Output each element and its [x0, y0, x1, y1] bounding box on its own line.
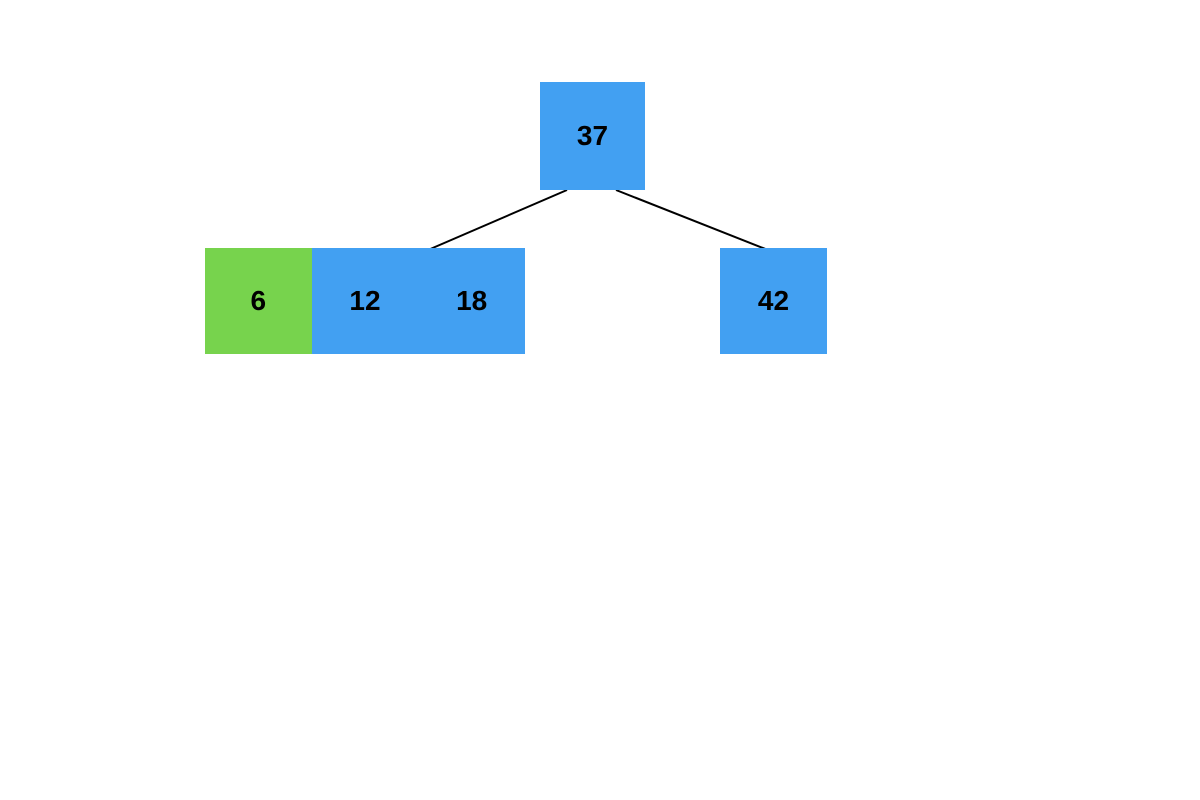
edge-root-to-left-child	[427, 189, 568, 251]
key-value-37: 37	[576, 120, 609, 151]
key-cell-6-highlighted: 6	[205, 248, 312, 354]
key-value-6: 6	[250, 285, 267, 316]
key-value-18: 18	[456, 285, 488, 316]
key-cell-42: 42	[720, 248, 827, 354]
tree-node-left-child: 6 12 18	[205, 248, 526, 354]
key-value-12: 12	[349, 285, 381, 316]
key-value-42: 42	[757, 285, 790, 316]
key-cell-37: 37	[540, 82, 645, 190]
edge-root-to-right-child	[615, 189, 769, 251]
key-cell-18: 18	[418, 248, 526, 354]
tree-node-root: 37	[540, 82, 645, 190]
tree-node-right-child: 42	[720, 248, 827, 354]
key-cell-12: 12	[311, 248, 419, 354]
